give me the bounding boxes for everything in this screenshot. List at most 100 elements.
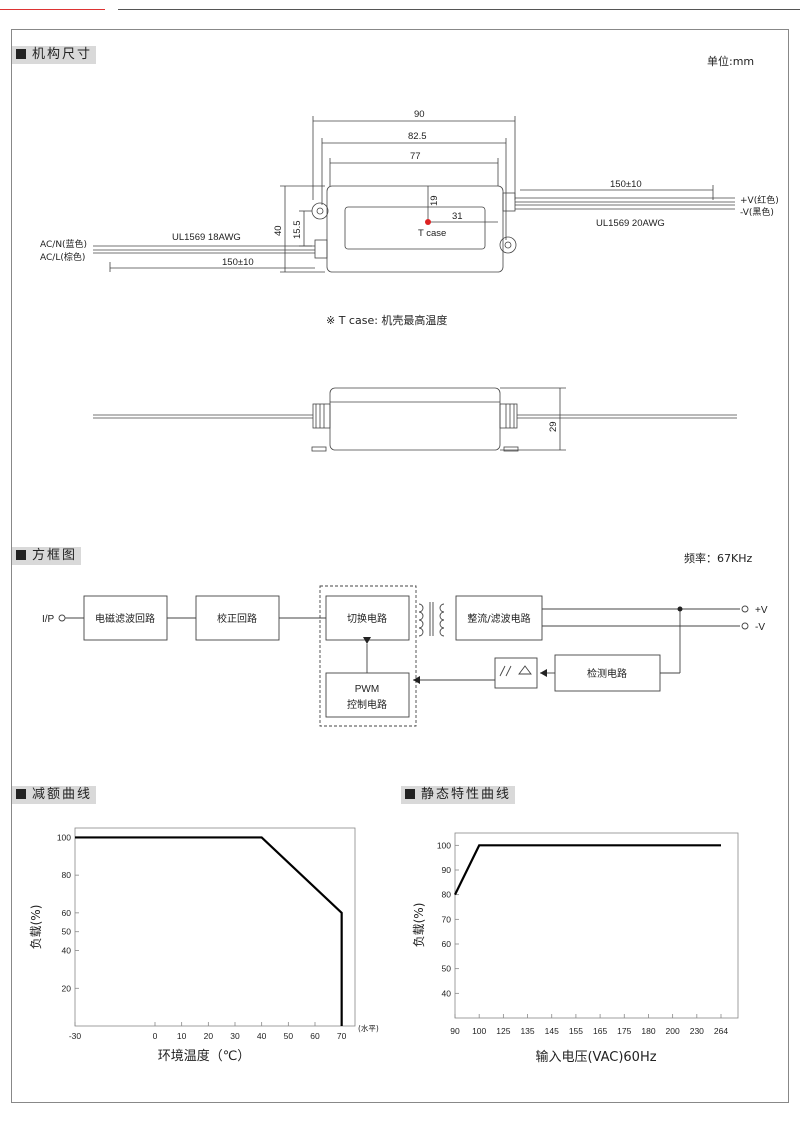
switch-label: 切换电路 (347, 612, 387, 625)
output-plus-terminal (741, 605, 749, 613)
section-header-block: 方框图 (12, 547, 82, 565)
x-tick-label: 135 (520, 1026, 534, 1036)
output-plus-label: +V (755, 605, 768, 616)
dim-15-5: 15.5 (292, 221, 303, 240)
top-rule-red (0, 9, 105, 10)
x-tick-label: 125 (496, 1026, 510, 1036)
x-tick-label: 230 (690, 1026, 704, 1036)
x-tick-label: 20 (204, 1031, 214, 1041)
pwm-block (325, 672, 410, 718)
square-bullet-icon (405, 789, 415, 799)
transformer-icon (418, 603, 424, 637)
static-curve (454, 844, 721, 896)
dim-wire-in: 150±10 (222, 257, 254, 268)
awg-output-label: UL1569 20AWG (596, 218, 665, 229)
unit-label: 单位:mm (707, 55, 755, 68)
side-view (93, 387, 737, 452)
y-tick-label: 40 (442, 988, 452, 998)
square-bullet-icon (16, 789, 26, 799)
x-tick-label: 145 (545, 1026, 559, 1036)
y-tick-label: 90 (442, 865, 452, 875)
vminus-label: -V(黑色) (740, 206, 774, 218)
y-tick-label: 20 (62, 983, 72, 993)
tcase-point (425, 219, 431, 225)
output-minus-label: -V (755, 622, 765, 633)
x-tick-label: 10 (177, 1031, 187, 1041)
vplus-label: +V(红色) (740, 194, 779, 206)
x-tick-label: 100 (472, 1026, 486, 1036)
mechanical-drawing: 90 82.5 77 19 31 40 15.5 150±10 150±10 T… (40, 109, 779, 452)
ac-l-label: AC/L(棕色) (40, 251, 85, 263)
top-rule (118, 9, 800, 10)
control-group-frame (319, 585, 417, 727)
x-tick-label: 175 (617, 1026, 631, 1036)
static-characteristic-chart: 90 100 125 135 145 155 165 175 180 200 230 264 100 90… (412, 832, 739, 1065)
plot-area (74, 827, 356, 1027)
x-tick-label: -30 (69, 1031, 82, 1041)
dim-wire-out: 150±10 (610, 179, 642, 190)
x-tick-label: 30 (230, 1031, 240, 1041)
x-unit-note: (水平) (358, 1023, 379, 1033)
input-label: I/P (42, 614, 55, 625)
dim-77: 77 (410, 151, 421, 162)
y-tick-label: 70 (442, 914, 452, 924)
y-tick-label: 40 (62, 946, 72, 956)
emi-filter-label: 电磁滤波回路 (95, 612, 155, 625)
y-tick-label: 50 (442, 964, 452, 974)
frequency-label: 频率：67KHz (684, 552, 753, 565)
detection-label: 检测电路 (587, 667, 627, 680)
rectifier-block (455, 595, 543, 641)
case-body (326, 185, 504, 273)
x-tick-label: 165 (593, 1026, 607, 1036)
optocoupler-icon (494, 657, 538, 689)
output-minus-terminal (741, 622, 749, 630)
dim-40: 40 (273, 225, 284, 236)
y-tick-label: 50 (62, 927, 72, 937)
y-tick-label: 60 (62, 908, 72, 918)
tcase-note: ※ T case: 机壳最高温度 (326, 313, 447, 327)
block-diagram: I/P 电磁滤波回路 校正回路 切换电路 整流/滤波电路 检测电路 PWM 控制… (42, 585, 768, 727)
x-tick-label: 70 (337, 1031, 347, 1041)
x-axis-label: 输入电压(VAC)60Hz (535, 1049, 656, 1065)
x-tick-label: 40 (257, 1031, 267, 1041)
section-header-static: 静态特性曲线 (401, 786, 516, 804)
pwm-control-label: 控制电路 (347, 698, 387, 711)
section-header-mechanical: 机构尺寸 (12, 46, 97, 64)
dim-31: 31 (452, 211, 463, 222)
x-tick-label: 0 (153, 1031, 158, 1041)
input-terminal (58, 614, 66, 622)
square-bullet-icon (16, 49, 26, 59)
x-axis-label: 环境温度（℃） (158, 1048, 251, 1064)
y-axis-label: 负载(%) (29, 905, 43, 950)
square-bullet-icon (16, 550, 26, 560)
awg-input-label: UL1569 18AWG (172, 232, 241, 243)
y-axis-label: 负载(%) (412, 903, 426, 948)
derating-curve (75, 836, 343, 1026)
tcase-label: T case (418, 228, 446, 239)
dim-82-5: 82.5 (408, 131, 427, 142)
y-tick-label: 80 (442, 890, 452, 900)
pfc-label: 校正回路 (217, 612, 257, 625)
x-tick-label: 60 (310, 1031, 320, 1041)
x-tick-label: 180 (641, 1026, 655, 1036)
pwm-label: PWM (355, 684, 379, 695)
case-label-area (344, 206, 486, 250)
dim-19: 19 (429, 195, 440, 206)
plot-area (454, 832, 739, 1019)
y-tick-label: 100 (437, 840, 451, 850)
ac-n-label: AC/N(蓝色) (40, 238, 87, 250)
page-frame (11, 29, 789, 1103)
rectifier-label: 整流/滤波电路 (467, 612, 530, 625)
y-tick-label: 100 (57, 832, 71, 842)
y-tick-label: 60 (442, 939, 452, 949)
dim-90: 90 (414, 109, 425, 120)
x-tick-label: 200 (666, 1026, 680, 1036)
dim-29: 29 (548, 421, 559, 432)
x-tick-label: 90 (450, 1026, 460, 1036)
x-tick-label: 50 (284, 1031, 294, 1041)
derating-chart: -30 0 10 20 30 40 50 60 70 100 80 60 50 40 20 (水平) 环境温… (29, 827, 379, 1064)
x-tick-label: 264 (714, 1026, 728, 1036)
y-tick-label: 80 (62, 870, 72, 880)
section-header-derating: 减额曲线 (12, 786, 97, 804)
x-tick-label: 155 (569, 1026, 583, 1036)
